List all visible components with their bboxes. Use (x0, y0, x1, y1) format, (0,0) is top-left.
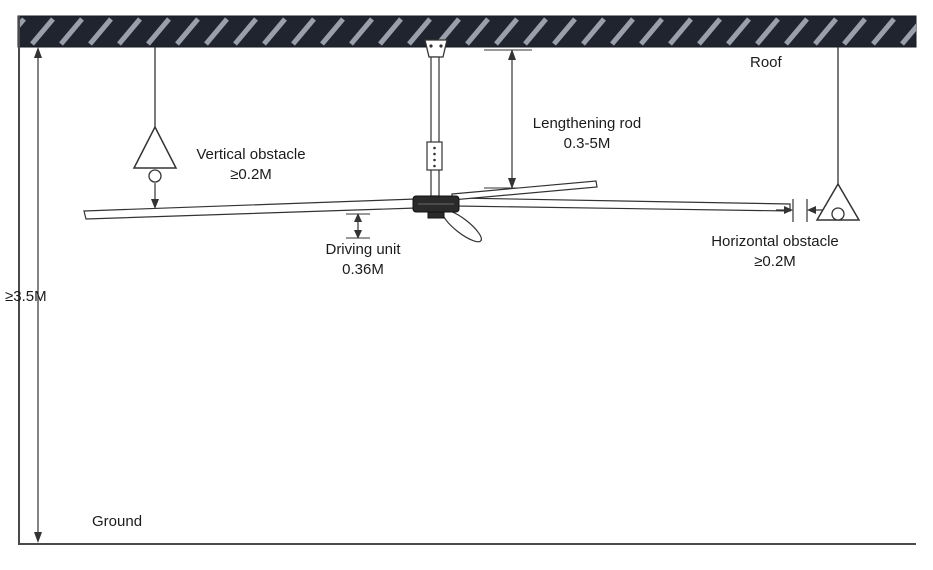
ground-label: Ground (92, 513, 143, 530)
roof-band (17, 15, 917, 48)
driving-unit-label: Driving unit 0.36M (308, 240, 418, 281)
lengthening-rod-name: Lengthening rod (532, 115, 642, 132)
vertical-obstacle-ball (148, 169, 162, 183)
driving-unit-dimension (346, 213, 370, 239)
vertical-obstacle-value: ≥0.2M (230, 166, 272, 184)
vertical-obstacle-cone (132, 125, 178, 169)
vertical-obstacle-figure (132, 47, 178, 209)
roof-label: Roof (750, 54, 782, 71)
horizontal-obstacle-value: ≥0.2M (754, 253, 796, 271)
horizontal-obstacle-figure (815, 47, 861, 221)
vertical-obstacle-name: Vertical obstacle (196, 146, 306, 163)
lengthening-rod-value: 0.3-5M (563, 135, 611, 153)
fan-assembly (83, 39, 791, 243)
lengthening-rod-label: Lengthening rod 0.3-5M (522, 114, 652, 155)
rod-coupling (426, 141, 443, 171)
ceiling-mount (424, 39, 448, 58)
fan-blade-left (83, 198, 417, 220)
fan-blade-right (455, 197, 791, 212)
fan-blade-upper-right (451, 180, 598, 201)
vertical-obstacle-label: Vertical obstacle ≥0.2M (186, 145, 316, 186)
horizontal-obstacle-label: Horizontal obstacle ≥0.2M (700, 232, 850, 273)
vertical-obstacle-arrow (151, 199, 159, 209)
height-dimension (34, 47, 42, 543)
min-height-label: ≥3.5M (5, 288, 47, 305)
driving-unit-name: Driving unit (325, 241, 401, 258)
down-rod (430, 56, 440, 197)
roof-hatch (18, 16, 916, 47)
horizontal-obstacle-dimension (776, 199, 824, 222)
driving-unit-value: 0.36M (342, 261, 384, 279)
horizontal-obstacle-ball (831, 207, 845, 221)
horizontal-obstacle-name: Horizontal obstacle (711, 233, 839, 250)
